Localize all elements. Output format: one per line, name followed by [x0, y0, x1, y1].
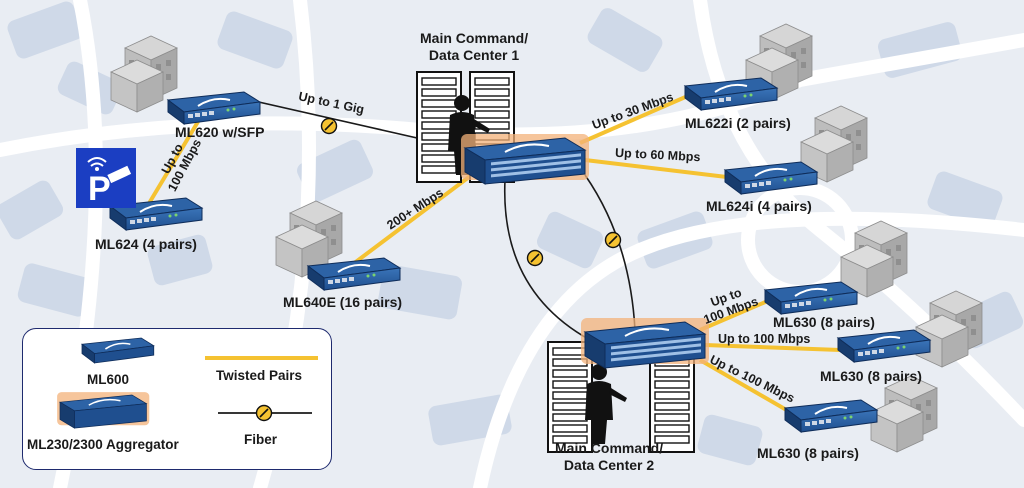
dc2-label: Main Command/ Data Center 2	[555, 440, 664, 473]
fiber-dc1-dc2-left	[503, 179, 591, 341]
dc1-label: Main Command/ Data Center 1	[420, 30, 529, 63]
link-label-100-b: Up to 100 Mbps	[718, 332, 811, 346]
link-dc2-ml630-b	[704, 343, 841, 352]
label-ml624: ML624 (4 pairs)	[95, 236, 197, 252]
legend-twisted-pairs-label: Twisted Pairs	[216, 368, 303, 383]
label-ml630-c: ML630 (8 pairs)	[757, 445, 859, 461]
label-ml622i: ML622i (2 pairs)	[685, 115, 791, 131]
label-ml630-b: ML630 (8 pairs)	[820, 368, 922, 384]
svg-text:P: P	[88, 170, 111, 208]
link-ml620-ml624	[143, 108, 207, 212]
label-ml630-a: ML630 (8 pairs)	[773, 314, 875, 330]
legend-fiber-label: Fiber	[244, 432, 278, 447]
parking-camera-wifi-icon: P	[76, 148, 136, 208]
aggregator-dc1	[460, 133, 590, 185]
label-ml640e: ML640E (16 pairs)	[283, 294, 403, 310]
fiber-node-icon	[604, 231, 622, 249]
legend-aggregator-label: ML230/2300 Aggregator	[27, 437, 179, 452]
legend-ml600-label: ML600	[87, 372, 130, 387]
fiber-dc1-dc2-right	[584, 174, 636, 331]
link-dc1-ml624i	[584, 158, 736, 180]
fiber-node-icon	[320, 117, 338, 135]
link-dc1-ml622i	[579, 93, 691, 145]
fiber-node-icon	[526, 249, 544, 267]
label-ml624i: ML624i (4 pairs)	[706, 198, 812, 214]
label-ml620: ML620 w/SFP	[175, 124, 265, 140]
link-dc2-ml630-a	[699, 298, 771, 332]
aggregator-dc2	[580, 317, 710, 369]
link-dc2-ml630-c	[698, 358, 792, 414]
